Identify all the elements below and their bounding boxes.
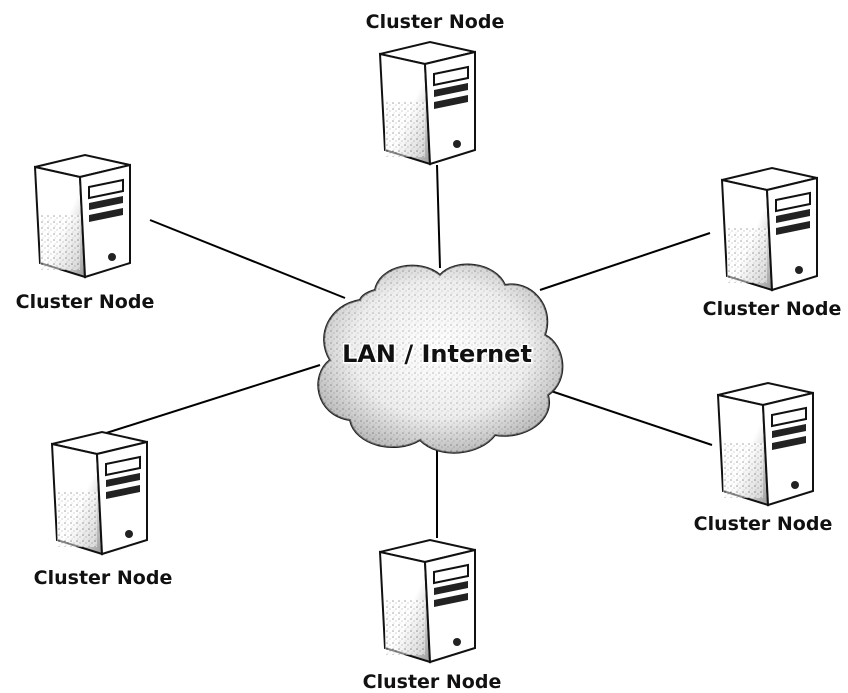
cloud-label: LAN / Internet (342, 340, 532, 368)
server-tower-icon (378, 40, 476, 166)
link-upper-right (539, 232, 711, 291)
server-tower-icon (720, 166, 818, 292)
connection-lines (99, 164, 713, 538)
server-tower-icon (716, 381, 814, 507)
node-label-upper-right: Cluster Node (703, 298, 842, 320)
link-top (436, 164, 441, 269)
cluster-node-lower-right (716, 381, 814, 507)
cluster-node-top (378, 40, 476, 166)
cluster-node-lower-left (50, 430, 148, 556)
cluster-node-upper-left (33, 153, 131, 279)
link-lower-left (99, 364, 321, 436)
link-upper-left (149, 219, 346, 299)
server-tower-icon (33, 153, 131, 279)
node-label-top: Cluster Node (366, 11, 505, 33)
node-label-bottom: Cluster Node (363, 671, 502, 693)
cluster-node-bottom (378, 538, 476, 664)
link-lower-right (547, 389, 713, 446)
node-label-upper-left: Cluster Node (16, 291, 155, 313)
server-tower-icon (378, 538, 476, 664)
node-label-lower-right: Cluster Node (694, 513, 833, 535)
server-tower-icon (50, 430, 148, 556)
node-label-lower-left: Cluster Node (34, 567, 173, 589)
cluster-node-upper-right (720, 166, 818, 292)
cloud-icon: LAN / Internet (317, 263, 564, 454)
